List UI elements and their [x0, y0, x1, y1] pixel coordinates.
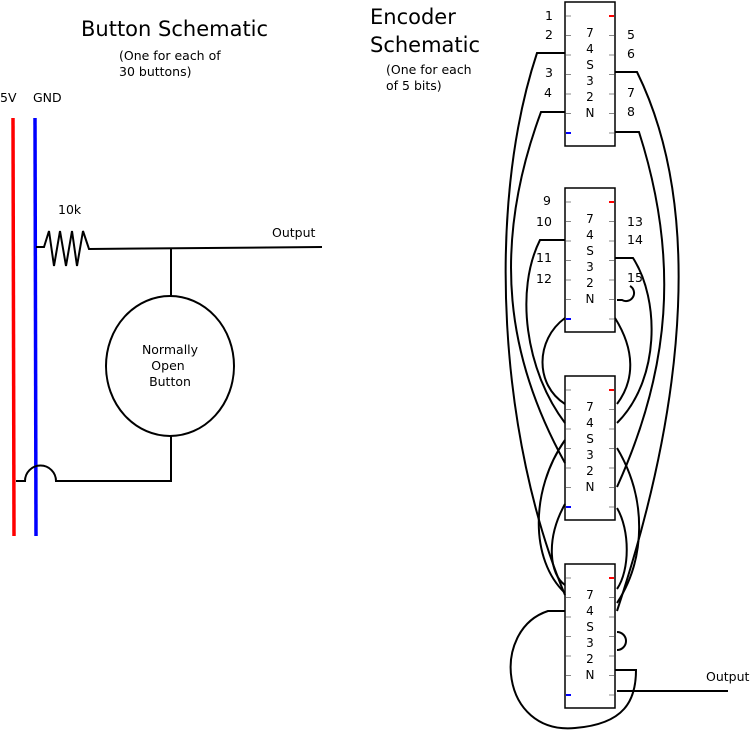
chip-letter: 3: [586, 74, 594, 88]
button-schematic-title: Button Schematic: [81, 17, 268, 41]
wire-c1-left-b: [510, 111, 566, 464]
button-label-2: Open: [151, 358, 184, 373]
button-schematic-subtitle-2: 30 buttons): [119, 64, 192, 79]
wire-c2-right-a: [615, 257, 653, 424]
encoder-subtitle-2: of 5 bits): [386, 78, 442, 93]
pin-label-12: 12: [536, 271, 552, 286]
pin-label-14: 14: [627, 232, 643, 247]
chip-letter: 3: [586, 636, 594, 650]
chip-letter: S: [586, 432, 594, 446]
chip-letter: 4: [586, 604, 594, 618]
rail-gnd-line: [33, 117, 38, 537]
wire-c2-pin15-loop: [617, 285, 636, 303]
chip-letter: N: [586, 106, 595, 120]
chip-letter: N: [586, 668, 595, 682]
chip-letter: 3: [586, 260, 594, 274]
wire-c3-left-inner: [550, 503, 566, 586]
button-return-wire: [16, 436, 172, 482]
rail-5v-label: 5V: [0, 90, 17, 105]
pin-label-13: 13: [627, 214, 643, 229]
pin-label-10: 10: [536, 214, 552, 229]
wire-c1-right-b: [615, 131, 666, 488]
pin-label-4: 4: [544, 85, 552, 100]
chip-letter: 7: [586, 588, 594, 602]
pin-label-8: 8: [627, 104, 635, 119]
wire-c2-right-b: [614, 317, 632, 405]
wire-c3-right: [616, 447, 641, 604]
button-output-label: Output: [272, 225, 316, 240]
encoder-chip-2: 7 4S 3 2N: [564, 187, 616, 333]
chip-letter: 7: [586, 212, 594, 226]
pin-label-15: 15: [627, 270, 643, 285]
pin-label-1: 1: [545, 8, 553, 23]
button-label-3: Button: [149, 374, 191, 389]
encoder-title-2: Schematic: [370, 33, 480, 57]
wire-c4-right-loop: [616, 631, 627, 651]
chip-letter: N: [586, 292, 595, 306]
wire-c1-left-a: [504, 52, 566, 596]
chip-letter: S: [586, 620, 594, 634]
chip-body: [564, 1, 616, 147]
pin-label-6: 6: [627, 46, 635, 61]
chip-letter: 4: [586, 42, 594, 56]
wire-c3-left: [537, 439, 566, 594]
rail-5v-line: [11, 117, 16, 537]
resistor-label: 10k: [58, 202, 82, 217]
wire-c4-left-loop: [509, 610, 638, 730]
encoder-chip-3: 7 4S 3 2N: [564, 375, 616, 521]
chip-letter: S: [586, 244, 594, 258]
chip-letter: 2: [586, 652, 594, 666]
pin-label-11: 11: [536, 250, 552, 265]
chip-letter: 2: [586, 90, 594, 104]
chip-letter: 2: [586, 276, 594, 290]
chip-letter: 4: [586, 228, 594, 242]
wire-c2-left-a: [525, 239, 566, 424]
rail-gnd-label: GND: [33, 90, 62, 105]
encoder-chip-4: 7 4S 3 2N: [564, 563, 616, 709]
chip-body: [564, 375, 616, 521]
encoder-subtitle-1: (One for each: [386, 62, 472, 77]
chip-letter: 7: [586, 400, 594, 414]
wire-c1-right-a: [615, 71, 680, 612]
chip-body: [564, 563, 616, 709]
wire-c2-left-b: [541, 317, 566, 405]
chip-body: [564, 187, 616, 333]
chip-letter: 2: [586, 464, 594, 478]
encoder-wiring: [504, 52, 728, 730]
pin-label-5: 5: [627, 27, 635, 42]
button-schematic-subtitle-1: (One for each of: [119, 48, 221, 63]
encoder-title-1: Encoder: [370, 5, 456, 29]
pin-label-7: 7: [627, 85, 635, 100]
chip-letter: N: [586, 480, 595, 494]
encoder-chip-1: 7 4S 3 2N: [564, 1, 616, 147]
chip-letter: 4: [586, 416, 594, 430]
button-label-1: Normally: [142, 342, 199, 357]
chip-letter: S: [586, 58, 594, 72]
pin-label-3: 3: [545, 65, 553, 80]
encoder-output-label: Output: [706, 669, 750, 684]
resistor-zigzag: [36, 230, 323, 267]
pin-label-2: 2: [545, 27, 553, 42]
wire-c3-right-inner: [616, 507, 628, 590]
pin-label-9: 9: [543, 193, 551, 208]
chip-letter: 7: [586, 26, 594, 40]
chip-letter: 3: [586, 448, 594, 462]
